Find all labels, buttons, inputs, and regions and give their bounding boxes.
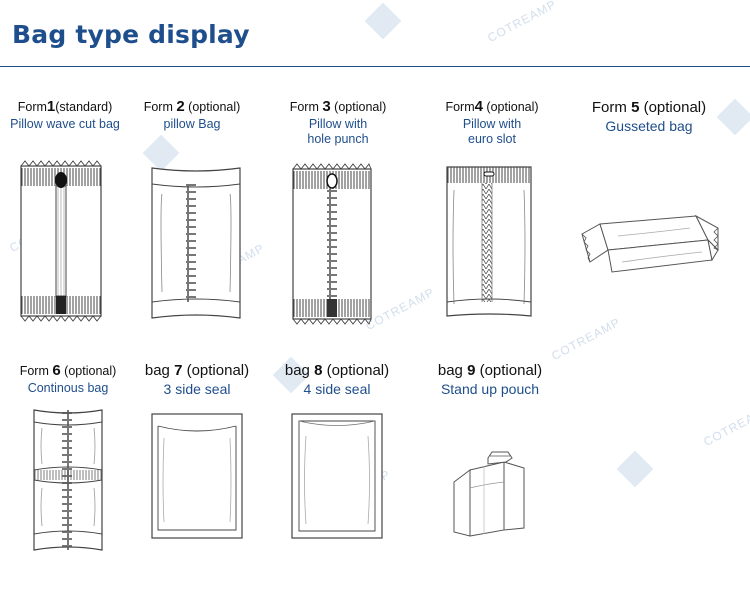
watermark-text: COTREAMP (363, 284, 437, 334)
form-4-label: Form4 (optional) Pillow with euro slot (445, 98, 539, 147)
watermark-text: COTREAMP (549, 314, 623, 364)
form-1-bag-illustration (20, 160, 102, 322)
page-title: Bag type display (12, 20, 250, 49)
form-4-bag-illustration (446, 166, 532, 317)
form-5-bag-illustration (581, 214, 719, 273)
form-3-label: Form 3 (optional) Pillow with hole punch (289, 98, 387, 147)
watermark-text: COTREAMP (485, 0, 559, 46)
bag-9-label: bag 9 (optional) Stand up pouch (437, 362, 543, 397)
bag-7-label: bag 7 (optional) 3 side seal (144, 362, 250, 397)
bag-8-illustration (291, 413, 383, 539)
form-6-bag-illustration (33, 409, 103, 551)
bag-7-illustration (151, 413, 243, 539)
form-1-label: Form1(standard) Pillow wave cut bag (10, 98, 120, 131)
form-5-label: Form 5 (optional) Gusseted bag (591, 99, 707, 134)
watermark-logo (364, 2, 402, 40)
form-3-bag-illustration (292, 163, 372, 325)
form-6-label: Form 6 (optional) Continous bag (19, 362, 117, 395)
bag-8-label: bag 8 (optional) 4 side seal (284, 362, 390, 397)
watermark-text: COTREAMP (701, 400, 750, 450)
watermark-logo (616, 450, 654, 488)
bag-9-illustration (453, 451, 525, 537)
watermark-logo (716, 98, 750, 136)
form-2-bag-illustration (151, 167, 241, 319)
title-divider (0, 66, 750, 67)
form-2-label: Form 2 (optional) pillow Bag (143, 98, 241, 131)
